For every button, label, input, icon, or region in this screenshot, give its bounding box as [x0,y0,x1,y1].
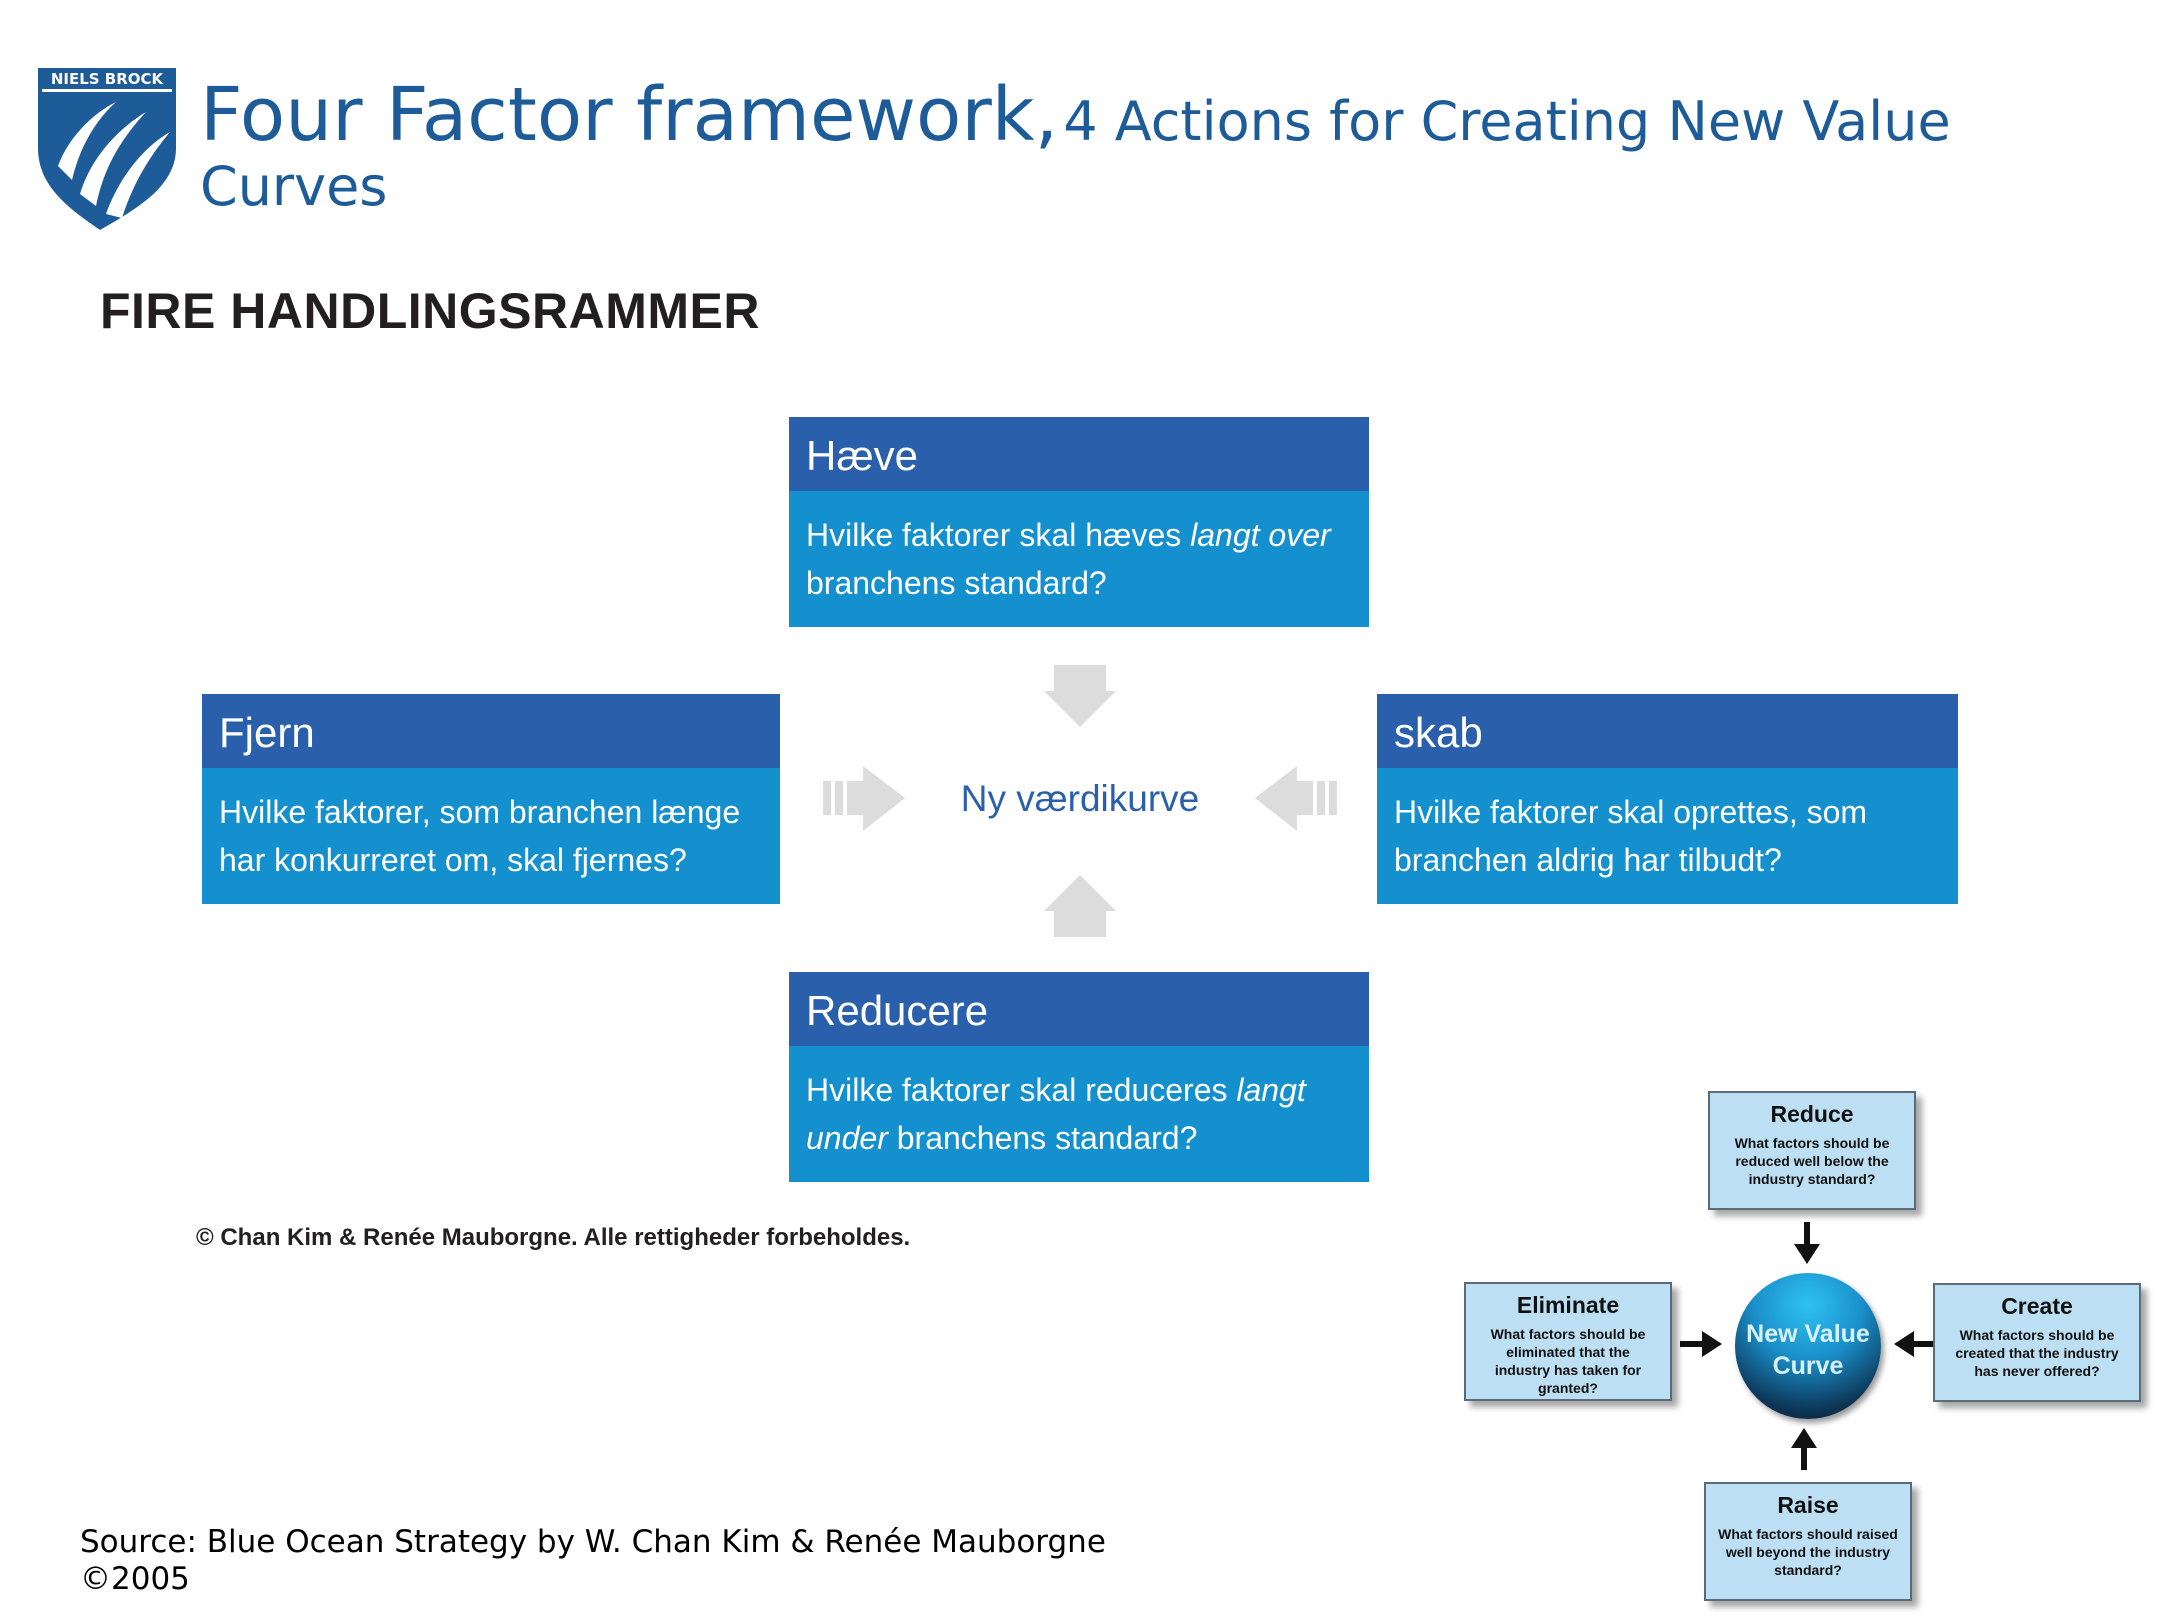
small-arrow-up-icon [1791,1428,1817,1470]
copyright-note: © Chan Kim & Renée Mauborgne. Alle retti… [196,1224,911,1251]
small-box-eliminate: Eliminate What factors should be elimina… [1464,1282,1672,1401]
source-note: Source: Blue Ocean Strategy by W. Chan K… [80,1524,1106,1598]
title-sub-line2: Curves [200,155,388,218]
small-box-reduce: Reduce What factors should be reduced we… [1708,1091,1916,1210]
source-line: Source: Blue Ocean Strategy by W. Chan K… [80,1524,1106,1560]
small-box-raise: Raise What factors should raised well be… [1704,1482,1912,1601]
small-arrow-left-icon [1894,1331,1936,1357]
box-eliminate: Fjern Hvilke faktorer, som branchen læng… [202,694,780,904]
small-arrow-right-icon [1680,1331,1722,1357]
sphere-label: New Value Curve [1746,1320,1870,1380]
arrow-left-icon [1255,766,1337,831]
arrow-right-icon [823,766,905,831]
box-raise: Hæve Hvilke faktorer skal hæves langt ov… [789,417,1369,627]
small-box-create: Create What factors should be created th… [1933,1283,2141,1402]
source-year: ©2005 [80,1561,190,1597]
box-text: Hvilke faktorer skal reduceres langt und… [789,1046,1369,1182]
box-text: Hvilke faktorer, som branchen længe har … [202,768,780,904]
box-text: Hvilke faktorer skal hæves langt over br… [789,491,1369,627]
box-title: Hæve [789,417,1369,491]
center-label: Ny værdikurve [960,778,1200,819]
arrow-up-icon [1044,875,1116,937]
box-title: Fjern [202,694,780,768]
box-create: skab Hvilke faktorer skal oprettes, som … [1377,694,1958,904]
arrow-down-icon [1044,665,1116,727]
box-reduce: Reducere Hvilke faktorer skal reduceres … [789,972,1369,1182]
title-sub: 4 Actions for Creating New Value [1063,90,1951,153]
niels-brock-logo: NIELS BROCK [38,68,176,230]
small-arrow-down-icon [1794,1222,1820,1264]
svg-text:NIELS BROCK: NIELS BROCK [51,70,165,88]
box-title: Reducere [789,972,1369,1046]
diagram-heading: FIRE HANDLINGSRAMMER [100,283,760,339]
box-text: Hvilke faktorer skal oprettes, som branc… [1377,768,1958,904]
box-title: skab [1377,694,1958,768]
page-title: Four Factor framework, 4 Actions for Cre… [200,78,2000,214]
title-main: Four Factor framework, [200,72,1059,158]
value-curve-sphere [1735,1273,1881,1419]
